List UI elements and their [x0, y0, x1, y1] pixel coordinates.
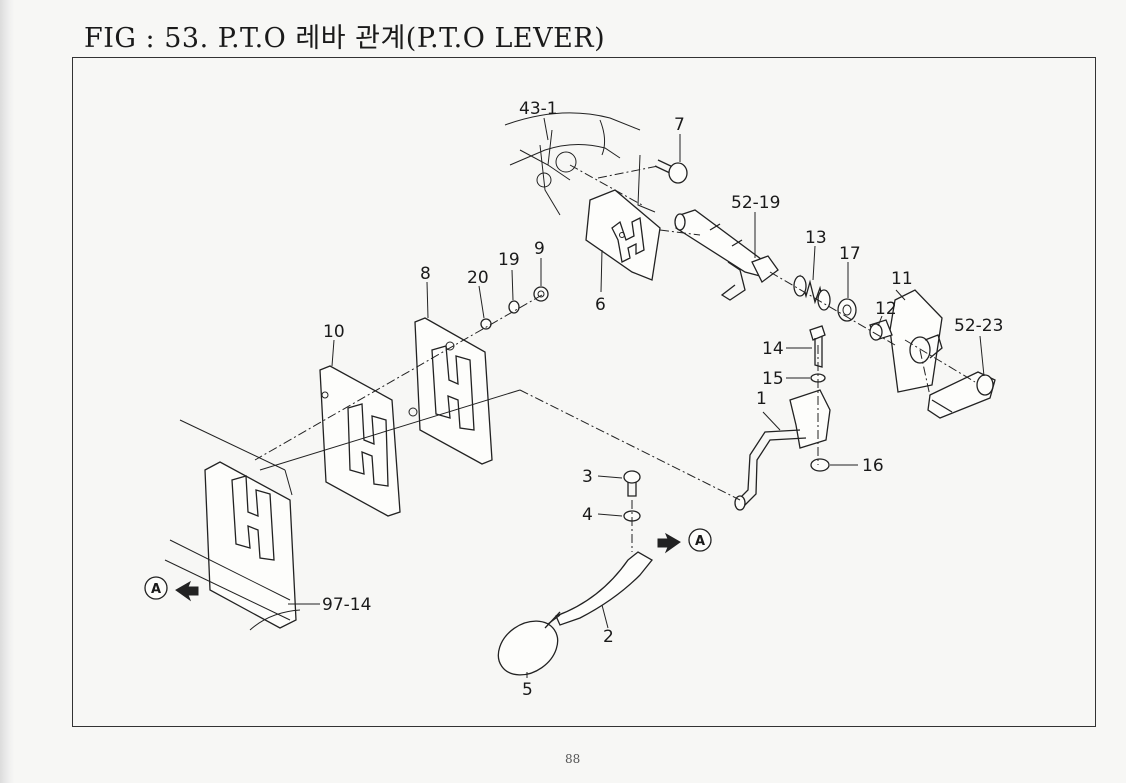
housing-43-1 [504, 112, 641, 216]
callout-3: 3 [582, 467, 593, 487]
scan-edge [0, 0, 14, 783]
shift-rod-52-19 [674, 209, 779, 301]
callout-52-19: 52-19 [731, 193, 780, 213]
leader-lines [288, 117, 985, 678]
callout-6: 6 [595, 295, 606, 315]
callout-97-14: 97-14 [322, 595, 371, 615]
page-number: 88 [565, 752, 581, 766]
callout-52-23: 52-23 [954, 316, 1003, 336]
washer-19 [508, 300, 520, 314]
grip-knob-5 [497, 611, 561, 676]
callout-43-1: 43-1 [519, 99, 558, 119]
callout-4: 4 [582, 505, 593, 525]
collar-12 [869, 319, 893, 341]
bolt-7 [654, 159, 688, 184]
shift-lever-2 [547, 551, 653, 626]
callout-9: 9 [534, 239, 545, 259]
lever-rod-1 [734, 389, 831, 511]
marker-a-right: A [657, 528, 712, 554]
lever-arm-52-23 [927, 371, 996, 419]
diagram-frame [72, 57, 1096, 727]
marker-a-left: A [144, 576, 199, 602]
assembly-lines [254, 164, 976, 552]
page-title: FIG : 53. P.T.O 레바 관계(P.T.O LEVER) [84, 23, 606, 54]
callout-2: 2 [603, 627, 614, 647]
callout-1: 1 [756, 389, 767, 409]
callout-16: 16 [862, 456, 884, 476]
callout-17: 17 [839, 244, 861, 264]
washer-17 [837, 298, 857, 322]
gate-plate-6 [585, 154, 661, 281]
callout-11: 11 [891, 269, 913, 289]
bolt-3 [623, 470, 641, 497]
bracket-11 [889, 289, 943, 393]
svg-text:A: A [695, 534, 705, 549]
callout-10: 10 [323, 322, 345, 342]
callout-13: 13 [805, 228, 827, 248]
callout-5: 5 [522, 680, 533, 700]
callout-19: 19 [498, 250, 520, 270]
svg-text:A: A [151, 582, 161, 597]
callout-14: 14 [762, 339, 784, 359]
cover-97-14 [164, 389, 521, 631]
gate-plate-10 [319, 365, 401, 517]
gate-plate-8 [408, 317, 493, 465]
callout-15: 15 [762, 369, 784, 389]
spring-13 [793, 274, 831, 311]
nut-16 [810, 458, 830, 472]
callout-8: 8 [420, 264, 431, 284]
callout-20: 20 [467, 268, 489, 288]
callout-7: 7 [674, 115, 685, 135]
callout-12: 12 [875, 299, 897, 319]
